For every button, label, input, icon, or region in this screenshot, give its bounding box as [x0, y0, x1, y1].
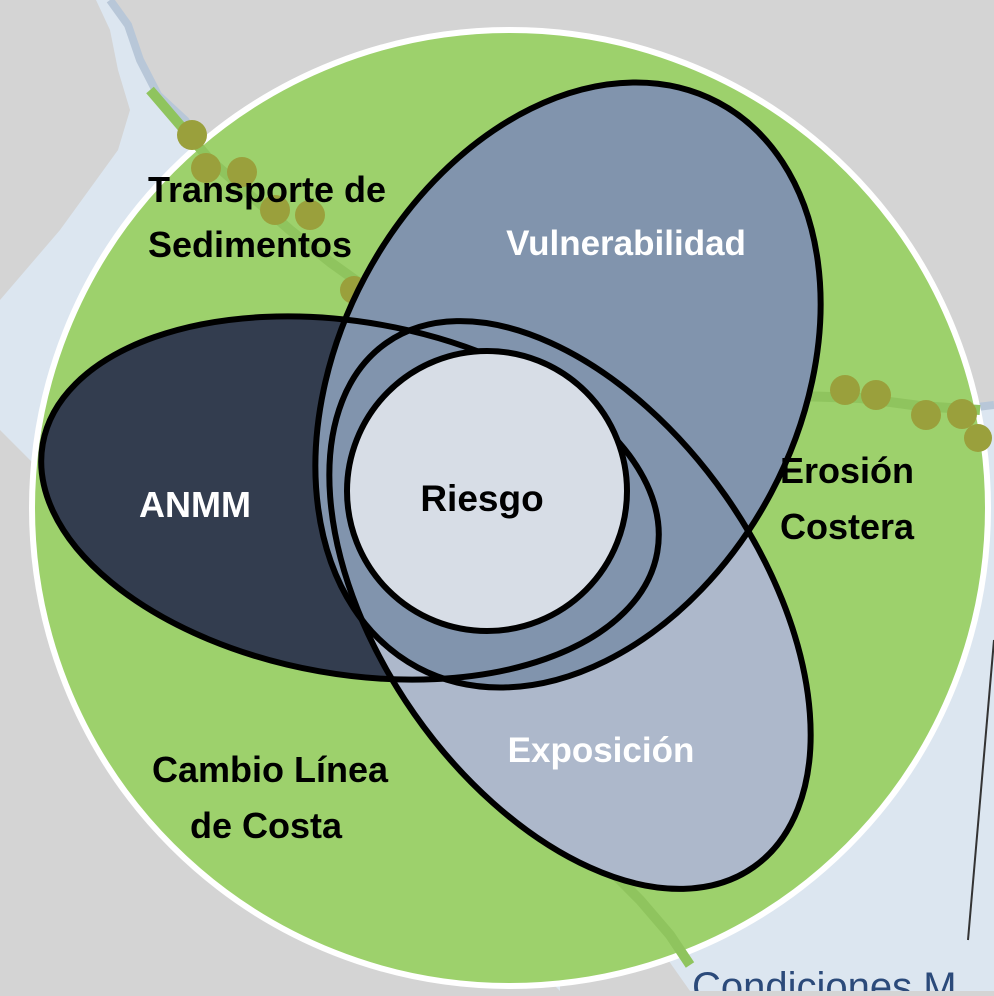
vulnerabilidad-label: Vulnerabilidad — [506, 224, 746, 263]
anmm-outline — [38, 313, 662, 683]
vulnerabilidad-outline — [312, 79, 824, 691]
transporte-label-line2: Sedimentos — [148, 224, 352, 265]
exposicion-label: Exposición — [508, 731, 695, 770]
transporte-label-line1: Transporte de — [148, 169, 386, 210]
cambio-label-line2: de Costa — [190, 805, 343, 846]
land-bottom — [0, 430, 690, 991]
riesgo-circle — [344, 348, 630, 634]
riesgo-label: Riesgo — [420, 478, 543, 519]
land-left — [0, 0, 130, 300]
condiciones-label: Condiciones M — [692, 965, 957, 991]
erosion-label-line1: Erosión — [780, 450, 914, 491]
anmm-label: ANMM — [139, 484, 251, 525]
exposicion-outline — [326, 318, 814, 892]
erosion-label-line2: Costera — [780, 506, 915, 547]
leader-line — [967, 639, 994, 941]
cambio-label-line1: Cambio Línea — [152, 749, 389, 790]
